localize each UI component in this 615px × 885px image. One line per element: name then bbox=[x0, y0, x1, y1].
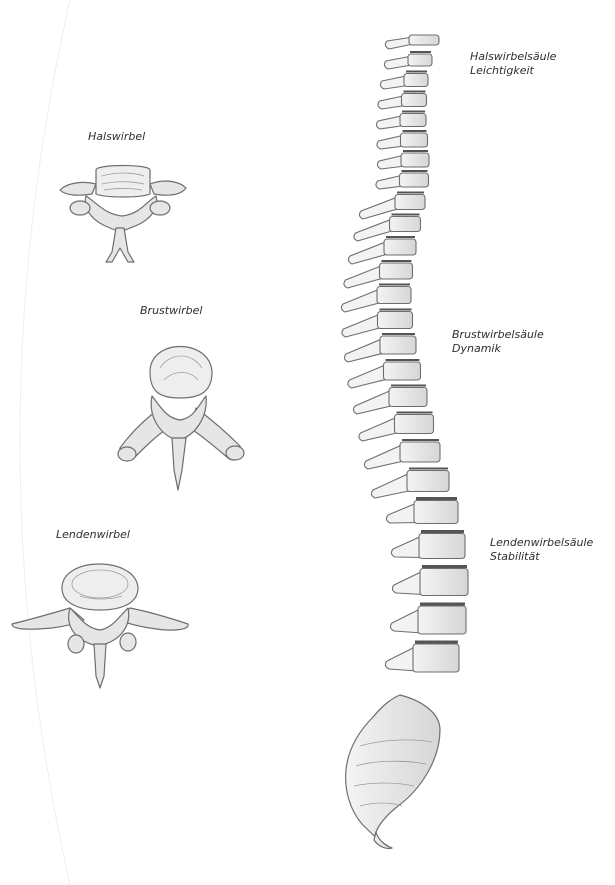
spinous-process bbox=[343, 264, 385, 289]
spinous-process bbox=[379, 74, 409, 90]
spinous-process bbox=[347, 363, 389, 389]
spinous-process bbox=[340, 287, 382, 313]
vertebral-body bbox=[412, 643, 460, 673]
lumbar-spine-label: Lendenwirbelsäule Stabilität bbox=[490, 536, 593, 564]
vertebral-body bbox=[413, 499, 459, 525]
lumbar-vertebra-label: Lendenwirbel bbox=[56, 528, 130, 542]
vertebral-body bbox=[398, 172, 430, 188]
vertebral-body bbox=[399, 112, 427, 128]
vertebral-body bbox=[388, 386, 428, 408]
vertebral-body bbox=[393, 413, 435, 435]
thoracic-vertebra-label-text: Brustwirbel bbox=[140, 304, 203, 317]
vertebral-body bbox=[394, 193, 426, 211]
spinous-process bbox=[377, 94, 407, 110]
vertebral-body bbox=[376, 310, 414, 330]
vertebral-body bbox=[418, 532, 466, 560]
vertebral-body bbox=[399, 441, 441, 463]
vertebral-body bbox=[378, 262, 414, 280]
spinous-process bbox=[352, 388, 394, 415]
cervical-spine-name: Halswirbelsäule bbox=[470, 50, 557, 63]
spinous-process bbox=[384, 645, 418, 672]
cervical-vertebra-label-text: Halswirbel bbox=[88, 130, 146, 143]
vertebral-body bbox=[419, 567, 469, 597]
vertebral-body bbox=[400, 152, 430, 168]
spinous-process bbox=[376, 154, 406, 170]
vertebral-body bbox=[376, 285, 412, 305]
spinous-process bbox=[347, 240, 389, 265]
spinous-process bbox=[390, 534, 424, 559]
spinous-process bbox=[363, 443, 405, 470]
vertebral-body bbox=[388, 215, 422, 233]
spinous-process bbox=[375, 174, 405, 190]
vertebral-body bbox=[406, 469, 450, 493]
spinous-process bbox=[375, 114, 405, 130]
spinous-process bbox=[341, 312, 383, 338]
vertebral-body bbox=[400, 92, 428, 108]
spinous-process bbox=[358, 195, 400, 220]
thoracic-spine-quality: Dynamik bbox=[452, 342, 501, 355]
vertebral-body bbox=[407, 53, 433, 67]
cervical-spine-quality: Leichtigkeit bbox=[470, 64, 534, 77]
cervical-vertebra-label: Halswirbel bbox=[88, 130, 145, 144]
spinous-process bbox=[384, 36, 414, 50]
spinous-process bbox=[376, 134, 406, 150]
spinous-process bbox=[358, 415, 400, 442]
vertebral-body bbox=[403, 72, 429, 88]
vertebral-body bbox=[383, 238, 417, 256]
spinous-process bbox=[370, 471, 412, 499]
vertebral-body bbox=[417, 605, 467, 635]
spinous-process bbox=[391, 569, 425, 596]
vertebral-body bbox=[379, 335, 417, 355]
spinous-process bbox=[389, 607, 423, 634]
spinous-process bbox=[353, 217, 395, 242]
vertebral-body bbox=[399, 132, 429, 148]
spinous-process bbox=[383, 55, 413, 70]
spinous-process bbox=[385, 501, 419, 524]
lumbar-spine-name: Lendenwirbelsäule bbox=[490, 536, 594, 549]
vertebral-body bbox=[382, 361, 422, 381]
lumbar-vertebra-label-text: Lendenwirbel bbox=[56, 528, 130, 541]
vertebral-body bbox=[408, 34, 440, 46]
thoracic-spine-name: Brustwirbelsäule bbox=[452, 328, 544, 341]
thoracic-spine-label: Brustwirbelsäule Dynamik bbox=[452, 328, 544, 356]
cervical-spine-label: Halswirbelsäule Leichtigkeit bbox=[470, 50, 556, 78]
spinous-process bbox=[343, 337, 385, 363]
thoracic-vertebra-label: Brustwirbel bbox=[140, 304, 202, 318]
lumbar-spine-quality: Stabilität bbox=[490, 550, 540, 563]
